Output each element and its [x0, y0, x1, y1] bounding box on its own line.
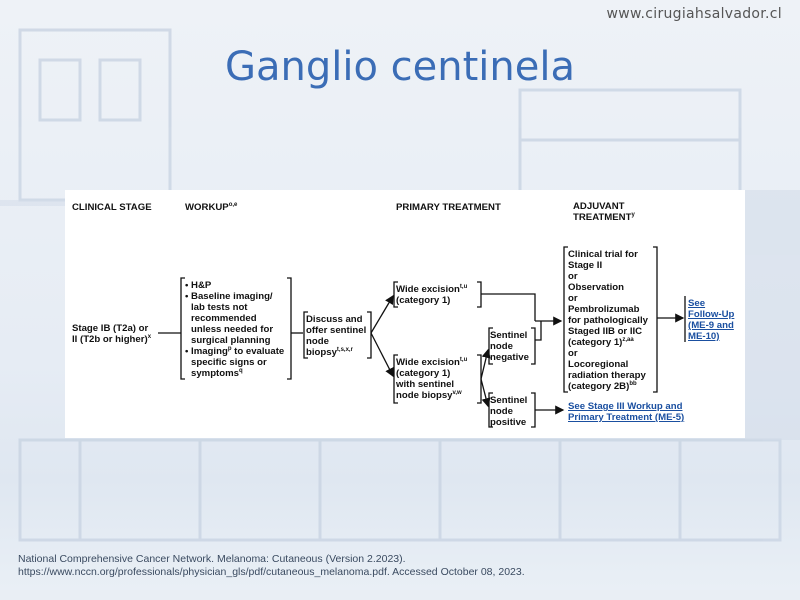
arrow-to-sentinel-positive — [480, 378, 491, 408]
stage-iii-workup-link[interactable]: See Stage III Workup and Primary Treatme… — [568, 401, 685, 423]
bracket-sentinel-positive — [488, 392, 493, 428]
bracket-wide1 — [393, 281, 398, 308]
bracket-sentinel-positive-right — [531, 392, 536, 428]
bracket-wide2 — [393, 354, 398, 404]
sentinel-node-positive-text: Sentinel node positive — [490, 395, 528, 428]
connector-sentinel-negative — [535, 321, 542, 341]
header-clinical-stage: CLINICAL STAGE — [72, 202, 152, 213]
header-primary-treatment: PRIMARY TREATMENT — [396, 202, 501, 213]
follow-up-link[interactable]: See Follow-Up (ME-9 and ME-10) — [688, 298, 735, 342]
bracket-workup — [180, 277, 185, 380]
bottom-strip — [0, 590, 800, 600]
bracket-sentinel-negative — [488, 327, 493, 365]
connector-wide1-adjuvant — [481, 293, 536, 321]
citation-footer: National Comprehensive Cancer Network. M… — [18, 553, 525, 579]
wide-excision-sentinel-text: Wide excisiont,u (category 1) with senti… — [396, 357, 468, 401]
wide-excision-text: Wide excisiont,u (category 1) — [396, 284, 468, 306]
site-url: www.cirugiahsalvador.cl — [606, 6, 782, 22]
discuss-sentinel-biopsy-text: Discuss and offer sentinel node biopsyt,… — [306, 314, 367, 358]
nccn-flowchart-panel: CLINICAL STAGE WORKUPo,e PRIMARY TREATME… — [65, 190, 745, 438]
header-workup: WORKUPo,e — [185, 202, 238, 213]
arrow-to-sentinel-negative — [480, 348, 491, 380]
sentinel-node-negative-text: Sentinel node negative — [490, 330, 529, 363]
bracket-discuss-right — [367, 311, 372, 359]
adjuvant-options-text: Clinical trial for Stage II or Observati… — [568, 249, 648, 392]
bracket-wide1-right — [477, 281, 482, 308]
arrow-to-wide-excision-sentinel — [370, 332, 394, 378]
bracket-sentinel-negative-right — [531, 327, 536, 365]
citation-line-1: National Comprehensive Cancer Network. M… — [18, 553, 406, 565]
stage-text: Stage IB (T2a) or II (T2b or higher)x — [72, 323, 152, 345]
bracket-discuss — [303, 311, 308, 359]
bracket-wide2-right — [477, 354, 482, 404]
citation-line-2: https://www.nccn.org/professionals/physi… — [18, 566, 525, 578]
slide-title: Ganglio centinela — [225, 44, 575, 90]
arrow-to-wide-excision — [370, 294, 394, 334]
bracket-workup-right — [287, 277, 292, 380]
workup-text: • H&P • Baseline imaging/ lab tests not … — [185, 280, 285, 379]
bracket-adjuvant-right — [653, 246, 658, 393]
flowchart-connectors — [158, 246, 686, 428]
bracket-adjuvant — [563, 246, 568, 393]
